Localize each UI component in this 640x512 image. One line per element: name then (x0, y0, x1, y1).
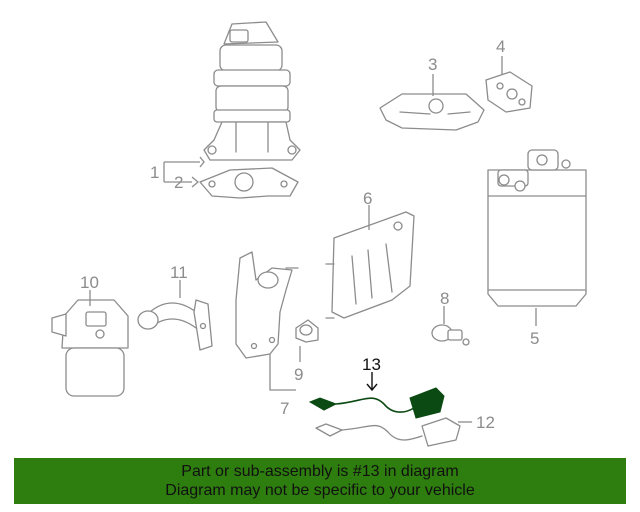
callout-7: 7 (280, 399, 289, 418)
part-7-solenoid-bracket (235, 251, 299, 359)
callout-8: 8 (440, 289, 449, 308)
callout-9: 9 (294, 365, 303, 384)
callout-1: 1 (150, 163, 159, 182)
part-8-bolt (431, 324, 470, 346)
part-9-grommet (295, 319, 319, 343)
part-6-bracket (325, 211, 415, 319)
part-3-plate (379, 93, 485, 131)
part-11-hose (137, 299, 213, 351)
part-10-solenoid (51, 299, 129, 397)
parts-diagram: 1 2 3 4 5 6 7 8 9 10 11 12 13 (51, 21, 587, 447)
callout-4: 4 (496, 37, 505, 56)
part-12-oxygen-sensor (315, 417, 461, 447)
callout-2: 2 (174, 173, 183, 192)
callout-10: 10 (80, 273, 99, 292)
callout-11: 11 (170, 263, 188, 282)
callout-6: 6 (363, 189, 372, 208)
part-1-egr-valve (203, 21, 301, 161)
banner-line-1: Part or sub-assembly is #13 in diagram (181, 463, 459, 480)
part-13-oxygen-sensor-highlighted (308, 387, 445, 419)
callout-5: 5 (530, 329, 539, 348)
banner-line-2: Diagram may not be specific to your vehi… (165, 482, 475, 499)
part-4-small-gasket (485, 71, 533, 113)
leader-lines (89, 56, 537, 423)
callout-13: 13 (362, 355, 381, 374)
callout-12: 12 (476, 413, 495, 432)
part-5-canister (487, 149, 587, 307)
info-banner: Part or sub-assembly is #13 in diagram D… (14, 458, 626, 504)
callout-3: 3 (428, 55, 437, 74)
part-2-gasket (199, 167, 299, 199)
